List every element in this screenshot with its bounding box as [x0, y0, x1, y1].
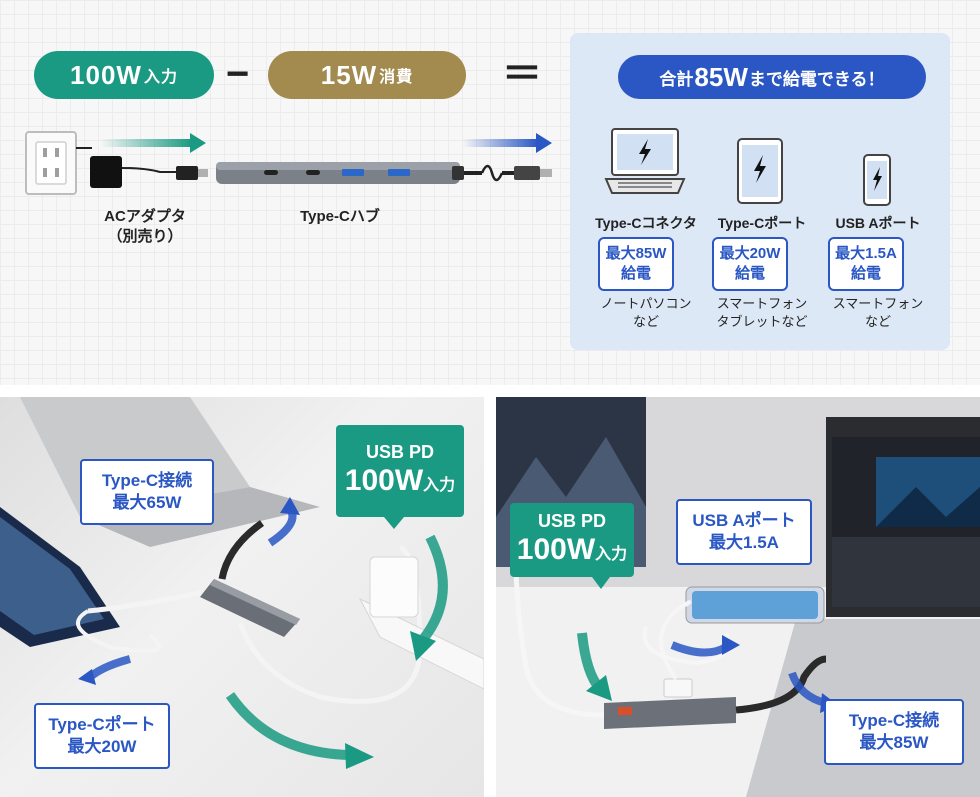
- device-sub-typec-port: スマートフォン タブレットなど: [702, 295, 822, 331]
- spec-typec-port: 最大20W 給電: [712, 237, 788, 291]
- output-arrow: [462, 139, 538, 147]
- callout-typec-port-20w: Type-Cポート 最大20W: [34, 703, 170, 769]
- callout-line2: 最大85W: [859, 733, 929, 752]
- callout-typec-85w: Type-C接続 最大85W: [824, 699, 964, 765]
- consume-value: 15W: [320, 59, 378, 90]
- input-arrow-head: [190, 133, 206, 153]
- callout-usb-pd-left: USB PD 100W入力: [336, 425, 464, 517]
- minus-sign: −: [226, 52, 250, 96]
- callout-line2: 最大1.5A: [709, 533, 779, 552]
- panel-title-value: 85W: [694, 61, 748, 92]
- sub-line2: タブレットなど: [716, 314, 808, 329]
- consume-pill: 15W 消費: [268, 51, 466, 99]
- callout-line2: 100W入力: [345, 464, 455, 503]
- callout-line1: USB Aポート: [692, 511, 796, 530]
- input-value: 100W: [70, 59, 142, 90]
- panel-title-prefix: 合計: [659, 69, 694, 89]
- callout-line1: Type-Cポート: [48, 715, 156, 734]
- ac-adapter-icon: [90, 156, 208, 188]
- power-diagram-section: 100W 入力 − 15W 消費 ＝: [0, 0, 980, 385]
- callout-usba-1-5a: USB Aポート 最大1.5A: [676, 499, 812, 565]
- callout-line1: USB PD: [365, 441, 434, 462]
- callout-tail: [384, 517, 404, 529]
- spec-usba-port: 最大1.5A 給電: [828, 237, 904, 291]
- callout-line1: Type-C接続: [101, 471, 193, 490]
- sub-line1: ノートパソコン: [600, 296, 692, 311]
- device-port-typec: Type-Cポート: [717, 215, 807, 231]
- wall-outlet-icon: [25, 131, 77, 195]
- spec-line1: 最大1.5A: [835, 245, 897, 262]
- callout-value: 100W: [516, 532, 596, 566]
- type-c-hub-icon: [216, 162, 464, 184]
- callout-tail: [592, 577, 610, 589]
- adapter-label: ACアダプタ （別売り）: [90, 207, 200, 247]
- input-pill: 100W 入力: [34, 51, 214, 99]
- input-arrow: [100, 139, 192, 147]
- device-port-typec-connector: Type-Cコネクタ: [595, 215, 697, 231]
- consume-unit: 消費: [379, 69, 414, 86]
- sub-line2: など: [632, 314, 659, 329]
- adapter-label-text: ACアダプタ: [104, 208, 186, 225]
- panel-title-suffix: まで給電できる！: [748, 69, 885, 89]
- output-panel: 合計 85W まで給電できる！ Type-Cコネクタ: [570, 33, 950, 350]
- callout-line2: 最大65W: [112, 493, 182, 512]
- spec-typec-connector: 最大85W 給電: [598, 237, 674, 291]
- spec-line1: 最大20W: [719, 245, 781, 262]
- hub-label: Type-Cハブ: [300, 208, 380, 225]
- sub-line1: スマートフォン: [832, 296, 924, 311]
- adapter-label-note: （別売り）: [107, 228, 183, 245]
- laptop-icon: [604, 128, 686, 194]
- callout-line2: 最大20W: [67, 737, 137, 756]
- callout-typec-65w: Type-C接続 最大65W: [80, 459, 214, 525]
- callout-usb-pd-right: USB PD 100W入力: [510, 503, 634, 577]
- tablet-icon: [737, 138, 783, 204]
- callout-value: 100W: [344, 463, 424, 497]
- panel-title: 合計 85W まで給電できる！: [618, 55, 926, 99]
- type-c-cable-icon: [464, 164, 552, 182]
- callout-unit: 入力: [423, 476, 456, 494]
- sub-line1: スマートフォン: [716, 296, 808, 311]
- spec-line2: 給電: [734, 265, 765, 282]
- spec-line1: 最大85W: [605, 245, 667, 262]
- sub-line2: など: [864, 314, 891, 329]
- spec-line2: 給電: [620, 265, 651, 282]
- device-sub-usba-port: スマートフォン など: [818, 295, 938, 331]
- callout-unit: 入力: [595, 545, 628, 563]
- output-arrow-head: [536, 133, 552, 153]
- device-port-usba: USB Aポート: [835, 215, 921, 231]
- photo-right: USB PD 100W入力 USB Aポート 最大1.5A Type-C接続 最…: [496, 397, 980, 797]
- input-unit: 入力: [143, 69, 178, 86]
- callout-line2: 100W入力: [517, 533, 627, 572]
- equals-sign: ＝: [502, 52, 542, 96]
- smartphone-icon: [863, 154, 891, 206]
- device-sub-typec-connector: ノートパソコン など: [586, 295, 706, 331]
- adapter-hub-illustration: [25, 131, 552, 195]
- photo-left: Type-C接続 最大65W USB PD 100W入力 Type-Cポート 最…: [0, 397, 484, 797]
- spec-line2: 給電: [850, 265, 881, 282]
- callout-line1: USB PD: [537, 510, 606, 531]
- callout-line1: Type-C接続: [848, 711, 940, 730]
